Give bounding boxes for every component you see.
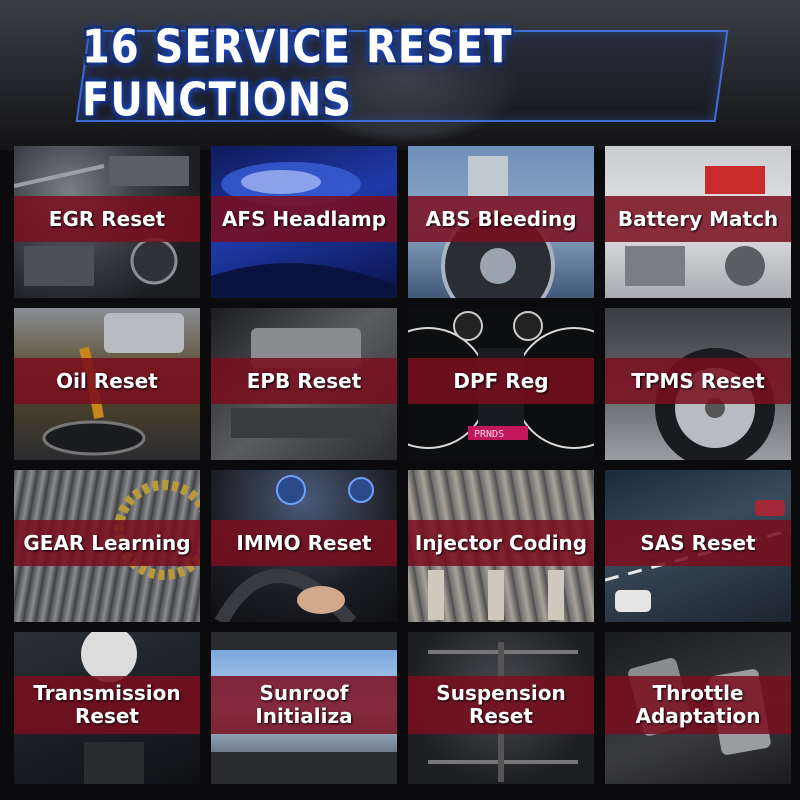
tile-label: ABS Bleeding xyxy=(425,206,577,231)
injector-graphic xyxy=(428,570,564,620)
header-background xyxy=(0,0,800,150)
label-band xyxy=(211,358,397,404)
label-band xyxy=(14,676,200,734)
tile-label: Injector Coding xyxy=(414,530,588,555)
tile-label: EGR Reset xyxy=(48,206,166,231)
tile-label: Battery Match xyxy=(617,206,779,231)
tile-egr-reset: EGR Reset xyxy=(14,146,200,298)
label-band xyxy=(211,520,397,566)
tile-battery-match: Battery Match xyxy=(605,146,791,298)
tile-transmission-reset: Transmission Reset xyxy=(14,632,200,784)
tile-tpms-reset: TPMS Reset xyxy=(605,308,791,460)
tile-label: Transmission Reset xyxy=(33,681,181,728)
tile-label: Suspension Reset xyxy=(436,681,566,728)
sunroof-graphic xyxy=(211,632,397,784)
tile-oil-reset: Oil Reset xyxy=(14,308,200,460)
tile-suspension-reset: Suspension Reset xyxy=(408,632,594,784)
tile-label: Oil Reset xyxy=(56,368,158,393)
page-title: 16 SERVICE RESET FUNCTIONS xyxy=(82,21,513,127)
engine-parts-graphic xyxy=(14,156,189,286)
battery-graphic xyxy=(625,166,765,286)
tile-sunroof-initializa: Sunroof Initializa xyxy=(211,632,397,784)
label-band xyxy=(211,676,397,734)
label-band xyxy=(14,520,200,566)
label-band xyxy=(211,196,397,242)
headlamp-graphic xyxy=(211,162,397,298)
tile-label: EPB Reset xyxy=(246,368,362,393)
label-band xyxy=(408,358,594,404)
label-band xyxy=(14,358,200,404)
label-band xyxy=(605,358,791,404)
tile-injector-coding: Injector Coding xyxy=(408,470,594,622)
label-band xyxy=(408,520,594,566)
tile-gear-learning: GEAR Learning xyxy=(14,470,200,622)
tile-dpf-reg: PRNDS DPF Reg xyxy=(408,308,594,460)
tile-abs-bleeding: ABS Bleeding xyxy=(408,146,594,298)
tile-label: GEAR Learning xyxy=(23,530,191,555)
tile-throttle-adaptation: Throttle Adaptation xyxy=(605,632,791,784)
tile-label: Sunroof Initializa xyxy=(255,681,353,728)
tile-label: AFS Headlamp xyxy=(221,206,387,231)
label-band xyxy=(605,196,791,242)
shifter-graphic xyxy=(81,632,144,784)
label-band xyxy=(408,676,594,734)
label-band xyxy=(605,520,791,566)
tile-afs-headlamp: AFS Headlamp xyxy=(211,146,397,298)
tile-epb-reset: EPB Reset xyxy=(211,308,397,460)
label-band xyxy=(14,196,200,242)
tile-label: SAS Reset xyxy=(640,530,756,555)
tile-label: IMMO Reset xyxy=(236,530,372,555)
function-grid: EGR Reset AFS Headlamp ABS Bleeding Batt… xyxy=(14,146,791,786)
tile-immo-reset: IMMO Reset xyxy=(211,470,397,622)
tile-label: Throttle Adaptation xyxy=(635,681,761,728)
tile-label: TPMS Reset xyxy=(631,368,765,393)
steering-key-graphic xyxy=(214,475,374,622)
label-band xyxy=(605,676,791,734)
tile-label: DPF Reg xyxy=(453,368,549,393)
svg-text:PRNDS: PRNDS xyxy=(474,429,504,440)
tile-sas-reset: SAS Reset xyxy=(605,470,791,622)
label-band xyxy=(408,196,594,242)
